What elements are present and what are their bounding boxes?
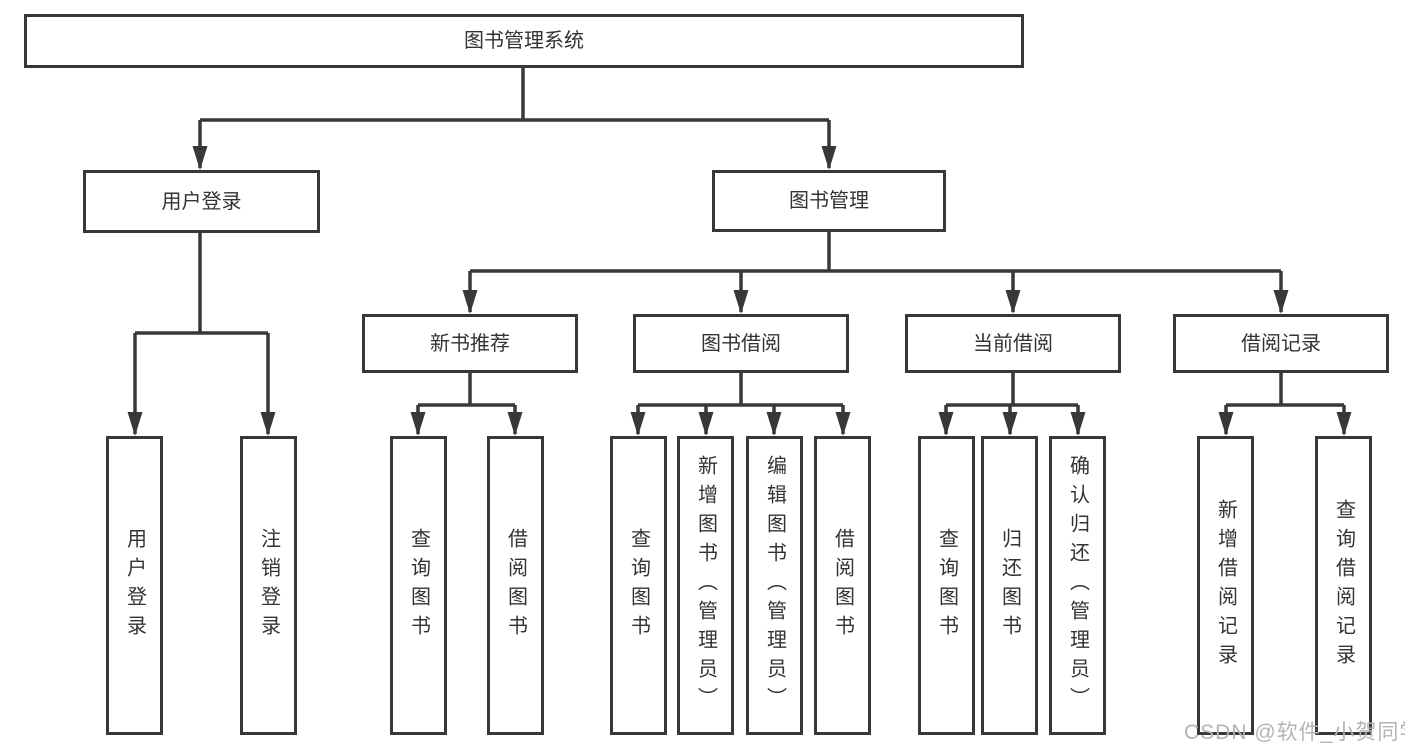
leaf-user-login: 用户登录 [106,436,163,735]
leaf-records-query-record: 查询借阅记录 [1315,436,1372,735]
arrowhead-down-icon [698,412,714,436]
arrowhead-down-icon [821,146,837,170]
arrowhead-down-icon [1070,412,1086,436]
node-new-book-recommendation: 新书推荐 [362,314,578,373]
node-library-management-system: 图书管理系统 [24,14,1024,68]
arrowhead-down-icon [462,290,478,314]
node-book-management: 图书管理 [712,170,946,232]
leaf-label: 查询图书 [407,527,430,644]
leaf-current-query-books: 查询图书 [918,436,975,735]
leaf-borrow-borrow-books: 借阅图书 [814,436,871,735]
leaf-label: 确认归还（管理员） [1066,455,1089,716]
leaf-label: 借阅图书 [831,527,854,644]
arrowhead-down-icon [507,412,523,436]
node-book-borrowing: 图书借阅 [633,314,849,373]
leaf-logout: 注销登录 [240,436,297,735]
arrowhead-down-icon [1273,290,1289,314]
arrowhead-down-icon [192,146,208,170]
connector-login-branch [127,233,276,436]
node-label: 图书管理 [789,190,869,212]
leaf-label: 新增借阅记录 [1214,498,1237,673]
leaf-label: 注销登录 [257,527,280,644]
leaf-label: 用户登录 [123,527,146,644]
node-label: 图书管理系统 [464,30,584,52]
leaf-current-confirm-return-admin: 确认归还（管理员） [1049,436,1106,735]
leaf-label: 编辑图书（管理员） [763,455,786,716]
node-current-borrowing: 当前借阅 [905,314,1121,373]
node-borrowing-records: 借阅记录 [1173,314,1389,373]
arrowhead-down-icon [260,412,276,436]
arrowhead-down-icon [1218,412,1234,436]
leaf-borrow-edit-books-admin: 编辑图书（管理员） [746,436,803,735]
leaf-label: 新增图书（管理员） [694,455,717,716]
connector-root-branch [192,68,837,170]
node-label: 借阅记录 [1241,332,1321,355]
leaf-borrow-add-books-admin: 新增图书（管理员） [677,436,734,735]
leaf-newbook-borrow-books: 借阅图书 [487,436,544,735]
connector-mgmt-branch [462,232,1289,314]
leaf-label: 查询借阅记录 [1332,498,1355,673]
connector-borrow-branch [630,373,851,436]
arrowhead-down-icon [938,412,954,436]
node-label: 图书借阅 [701,332,781,355]
leaf-newbook-query-books: 查询图书 [390,436,447,735]
arrowhead-down-icon [1336,412,1352,436]
node-user-login: 用户登录 [83,170,320,233]
arrowhead-down-icon [766,412,782,436]
leaf-label: 查询图书 [627,527,650,644]
connector-newbook-branch [410,373,523,436]
arrowhead-down-icon [127,412,143,436]
node-label: 新书推荐 [430,332,510,355]
connector-current-branch [938,373,1086,436]
leaf-current-return-books: 归还图书 [981,436,1038,735]
leaf-records-add-record: 新增借阅记录 [1197,436,1254,735]
leaf-borrow-query-books: 查询图书 [610,436,667,735]
arrowhead-down-icon [733,290,749,314]
leaf-label: 借阅图书 [504,527,527,644]
leaf-label: 归还图书 [998,527,1021,644]
arrowhead-down-icon [1002,412,1018,436]
leaf-label: 查询图书 [935,527,958,644]
node-label: 当前借阅 [973,332,1053,355]
node-label: 用户登录 [161,190,242,213]
connector-records-branch [1218,373,1352,436]
arrowhead-down-icon [1005,290,1021,314]
arrowhead-down-icon [835,412,851,436]
arrowhead-down-icon [630,412,646,436]
arrowhead-down-icon [410,412,426,436]
csdn-watermark: CSDN @软件_小贺同学 [1184,721,1405,744]
